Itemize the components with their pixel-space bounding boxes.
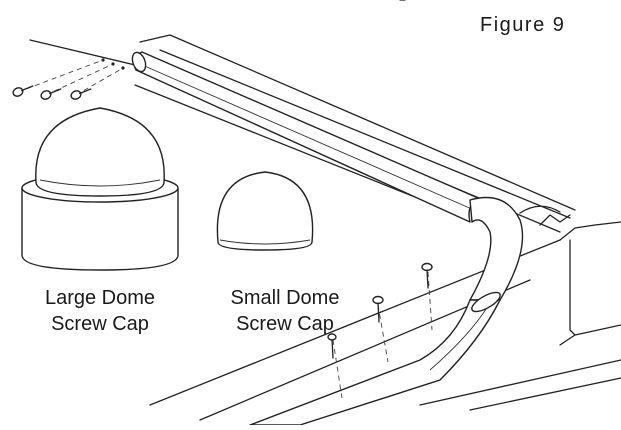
trim-tube-corner bbox=[249, 196, 524, 426]
large-dome-screw-cap-label: Large Dome Screw Cap bbox=[2, 285, 198, 337]
small-dome-screw-cap-label: Small Dome Screw Cap bbox=[190, 285, 380, 337]
screws-top-left bbox=[12, 59, 124, 100]
large-cap-label-line1: Large Dome bbox=[44, 287, 156, 309]
large-dome-screw-cap-drawing bbox=[21, 107, 179, 271]
figure-title: Figure 9 bbox=[480, 14, 566, 36]
small-cap-label-line2: Screw Cap bbox=[236, 313, 334, 335]
small-cap-label-line1: Small Dome bbox=[230, 287, 340, 309]
frame-lines bbox=[29, 0, 621, 421]
screws-lower bbox=[327, 262, 433, 399]
large-cap-label-line2: Screw Cap bbox=[51, 313, 149, 335]
small-dome-screw-cap-drawing bbox=[216, 171, 314, 251]
